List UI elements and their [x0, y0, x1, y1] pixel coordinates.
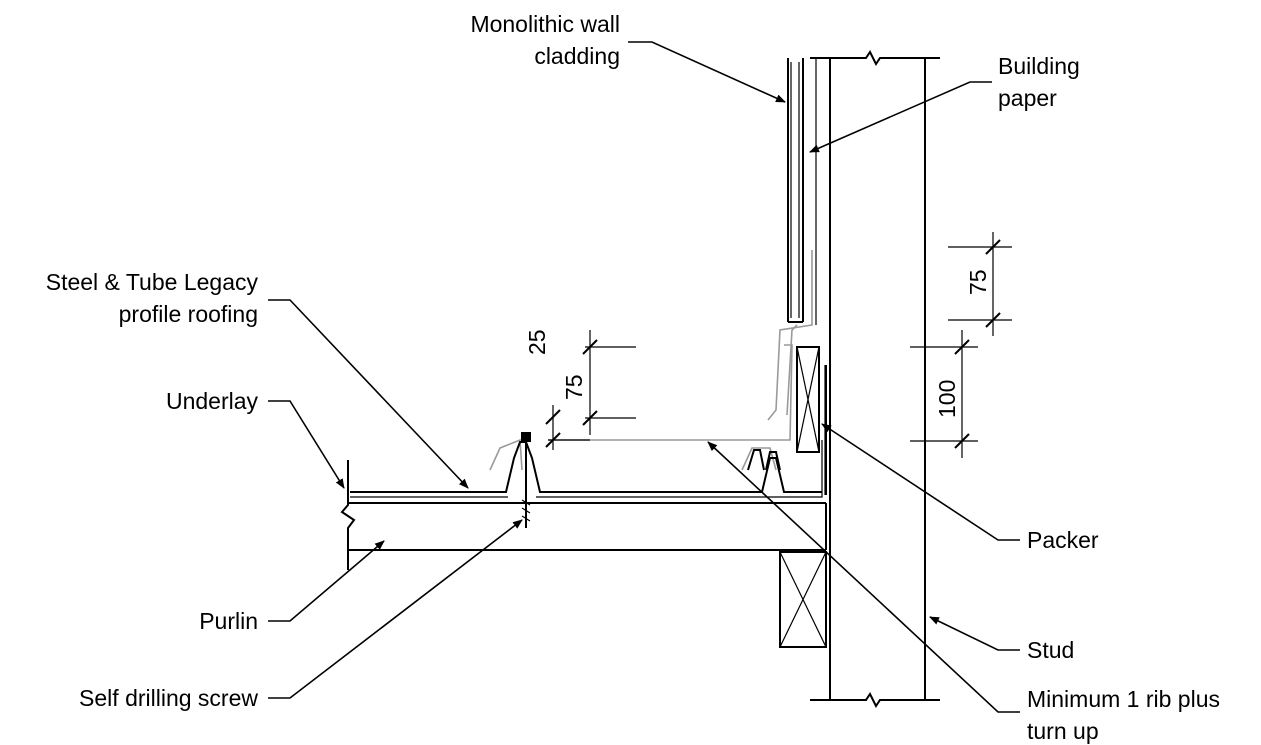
leader-building-paper: [809, 81, 992, 153]
wall-cladding: [787, 58, 817, 325]
label-roofing-line2: profile roofing: [119, 301, 258, 327]
label-wall-cladding-line1: Monolithic wall: [470, 11, 620, 37]
dim-100-label: 100: [934, 380, 960, 418]
dim-25-label: 25: [524, 329, 550, 355]
labels: Monolithic wall cladding Building paper …: [46, 11, 1220, 744]
leader-purlin: [268, 540, 385, 622]
lower-block: [779, 551, 827, 648]
purlin: [340, 460, 827, 570]
leader-underlay: [268, 400, 345, 489]
screw: [521, 432, 531, 528]
leader-lines: [268, 41, 1020, 713]
label-stud: Stud: [1027, 637, 1074, 663]
label-rib-line1: Minimum 1 rib plus: [1027, 686, 1220, 712]
label-building-paper-line1: Building: [998, 53, 1080, 79]
label-screw: Self drilling screw: [79, 685, 258, 711]
dim-right: 75 100: [910, 232, 1012, 458]
dim-75-left-label: 75: [561, 374, 587, 400]
leader-packer: [821, 423, 1020, 541]
label-underlay: Underlay: [166, 388, 259, 414]
leader-screw: [268, 519, 523, 699]
wall-frame: [810, 50, 940, 708]
dim-left: 25 75: [524, 329, 636, 450]
leader-wall-cladding: [628, 41, 786, 103]
leader-stud: [929, 616, 1020, 651]
label-wall-cladding-line2: cladding: [534, 43, 620, 69]
apron-flashing: [489, 250, 813, 471]
label-roofing-line1: Steel & Tube Legacy: [46, 269, 259, 295]
leader-rib: [707, 441, 1020, 713]
label-packer: Packer: [1027, 527, 1099, 553]
label-purlin: Purlin: [199, 608, 258, 634]
label-rib-line2: turn up: [1027, 718, 1099, 744]
label-building-paper-line2: paper: [998, 85, 1057, 111]
leader-roofing: [268, 299, 469, 489]
roofing-sheet: [350, 365, 827, 498]
dim-75-right-label: 75: [965, 269, 991, 295]
packer-block: [796, 346, 826, 495]
